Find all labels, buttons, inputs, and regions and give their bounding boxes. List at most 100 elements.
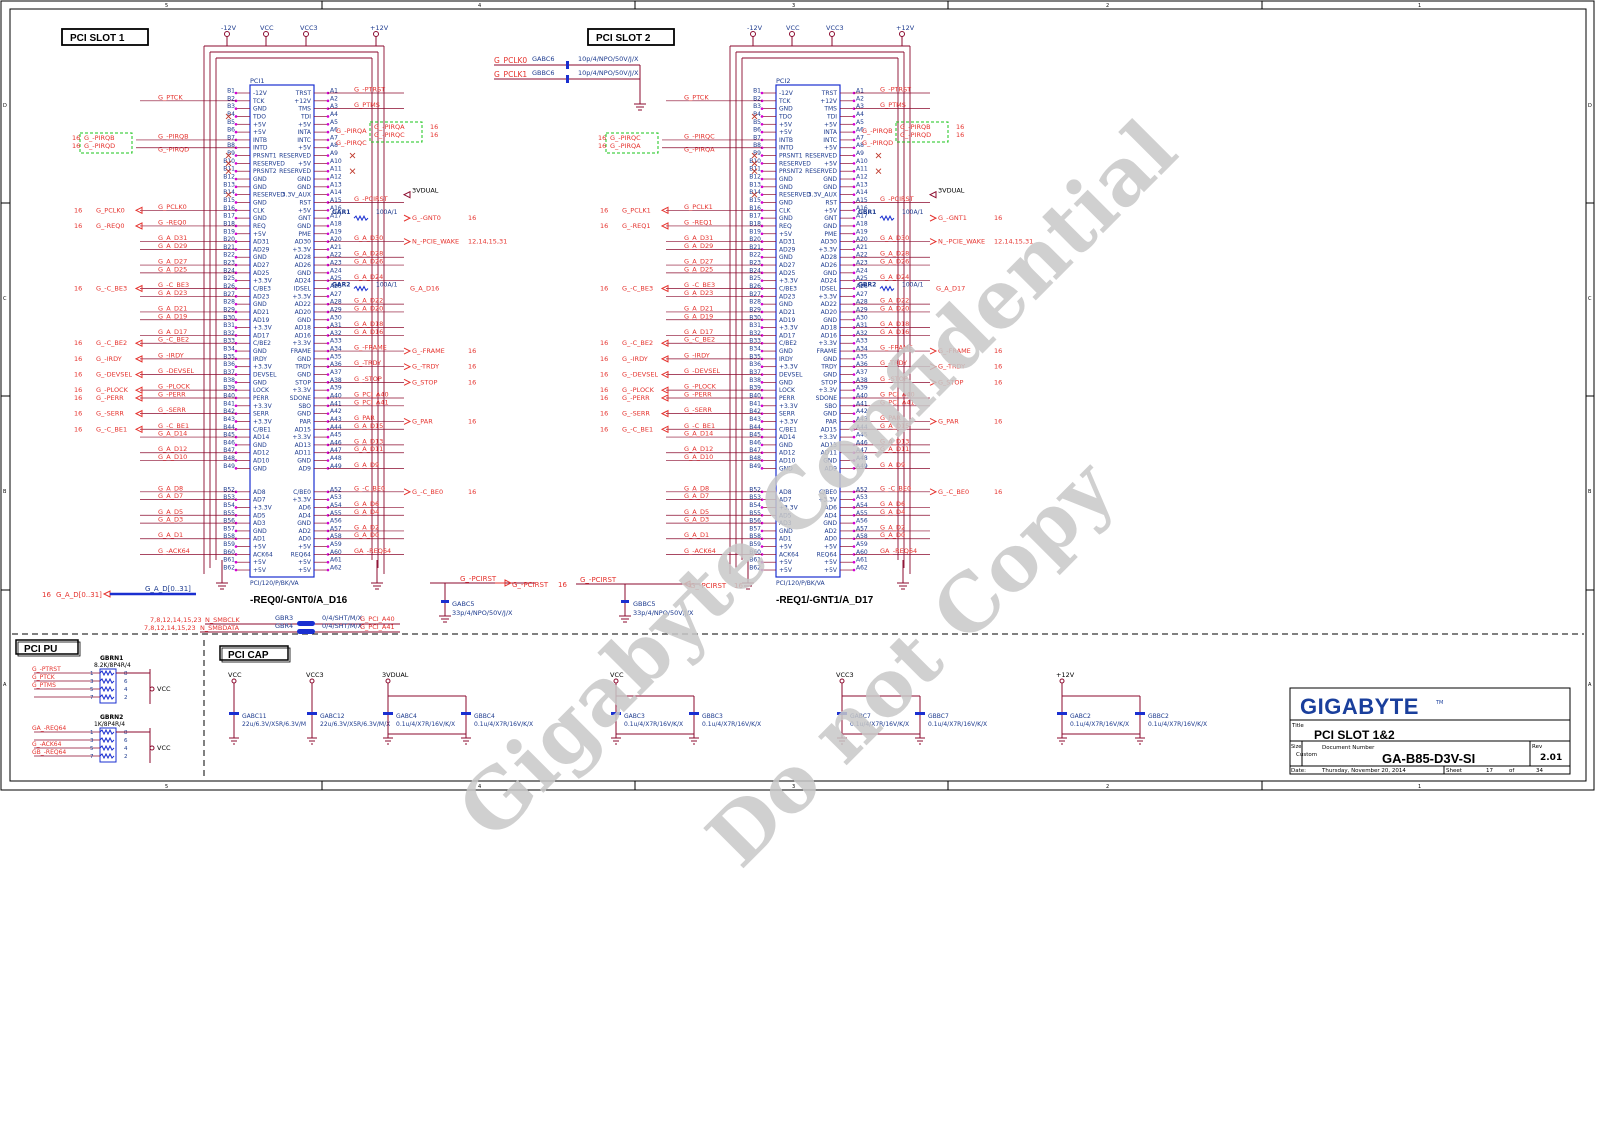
net-label: G_-IRDY [684,351,710,359]
capacitor-icon [1057,712,1067,715]
offpage-port: G_-SERR [96,410,124,418]
sheet-ref: 16 [600,425,608,433]
sheet-number: 17 [1486,768,1493,774]
pin-name: +3.3V [818,246,838,253]
resistor-icon [353,285,369,292]
pin-name: +5V [253,567,267,574]
pin-number: A44 [856,424,868,431]
pin-number: B28 [749,299,761,306]
pin-number: B31 [749,322,761,329]
net-label: G_A_D14 [684,430,713,438]
pin-number: A17 [330,213,342,220]
pin-name: TMS [297,106,311,113]
net-label: G_A_D10 [684,453,713,461]
pin-name: SDONE [290,395,312,402]
offpage-port: G_-C_BE2 [96,339,127,347]
zone-col-label: 5 [165,784,168,790]
offpage-port: G_-C_BE3 [96,285,127,293]
irq-net: G_-PIRQD [84,142,115,150]
pin-number: B13 [749,181,761,188]
net-label: G_PTCK [158,93,183,101]
sheet-ref: 16 [74,425,82,433]
clock-cap-net: G_PCLK0 [494,56,527,65]
pin-number: A39 [330,385,342,392]
pin-name: TRDY [820,364,837,371]
cap-ref: GBBC3 [702,713,723,720]
pin-number: A20 [330,236,342,243]
port-arrow-icon [660,284,669,293]
pin-name: GND [253,442,267,449]
port-arrow-icon [134,206,143,215]
cap-ref: GBBC7 [928,713,949,720]
pin-number: B43 [223,416,235,423]
pin-name: +5V [298,567,312,574]
pin-name: +3.3V [818,340,838,347]
pin-name: ACK64 [779,551,799,558]
pin-number: 2 [124,754,128,760]
pin-name: TRST [821,90,838,97]
resistor-value: 100A/1 [376,209,398,216]
pin-number: A48 [856,455,868,462]
pin-name: INTB [779,137,793,144]
pin-name: AD30 [295,239,312,246]
port-arrow-icon [134,409,143,418]
clock-caps: G_PCLK0 GABC6 10p/4/NPO/50V/J/X G_PCLK1 … [494,55,646,111]
port-arrow-icon [660,339,669,348]
pin-number: B3 [227,103,235,110]
no-connect-icon [751,168,758,175]
pin-name: +3.3V [779,418,799,425]
port-arrow-icon [134,284,143,293]
pin-name: +5V [824,145,838,152]
port-arrow-icon [403,238,412,246]
ground-icon [689,737,699,745]
cap-value: 22u/6.3V/X5R/6.3V/M/X [320,721,390,728]
pin-name: GND [779,199,793,206]
pin-name: +3.3V [779,325,799,332]
pin-name: AD3 [779,520,792,527]
resistor-icon [353,215,369,222]
pin-number: A24 [330,267,342,274]
pin-number: B46 [749,439,761,446]
sheet-ref: 16 [600,222,608,230]
pin-name: AD10 [253,458,270,465]
reset-cap-val: 33p/4/NPO/50V/J/X [633,609,694,617]
resistor-icon [99,752,115,760]
offpage-port: G_-IRDY [96,355,122,363]
pin-name: PME [298,231,311,238]
pin-name: RESERVED [779,192,811,199]
pin-number: B40 [749,392,761,399]
power-pin-icon [1059,678,1065,684]
cap-value: 22u/6.3V/X5R/6.3V/M [242,721,306,728]
pin-number: B35 [749,353,761,360]
resistor-icon [99,736,115,744]
ground-icon [915,737,925,745]
pin-name: AD13 [295,442,312,449]
pin-name: GND [823,520,837,527]
pin-number: B58 [223,533,235,540]
pin-number: B11 [223,166,235,173]
pin-number: B7 [753,134,761,141]
pin-number: A27 [856,291,868,298]
pin-number: A12 [856,174,868,181]
net-label: G_A_D9 [880,461,905,469]
pin-name: TRST [295,90,312,97]
pin-name: +5V [824,567,838,574]
port-arrow-icon [682,580,691,588]
pin-number: A18 [856,220,868,227]
pu-net: G_PTCK [32,674,56,681]
pin-number: 1 [90,671,94,677]
pin-number: A9 [856,150,864,157]
pin-name: AD11 [295,450,312,457]
cap-ref: GABC11 [242,713,267,720]
pin-number: A6 [856,127,864,134]
pin-number: A26 [856,283,868,290]
pin-number: A16 [330,205,342,212]
pin-number: B15 [223,197,235,204]
pin-name: +3.3V [292,434,312,441]
resistor-icon [99,744,115,752]
net-label: G_PCI_A41 [880,398,915,406]
pin-number: B34 [223,346,235,353]
pin-name: +3.3V [818,434,838,441]
pin-name: +5V [298,145,312,152]
smb-net: N_SMBCLK [205,616,240,624]
